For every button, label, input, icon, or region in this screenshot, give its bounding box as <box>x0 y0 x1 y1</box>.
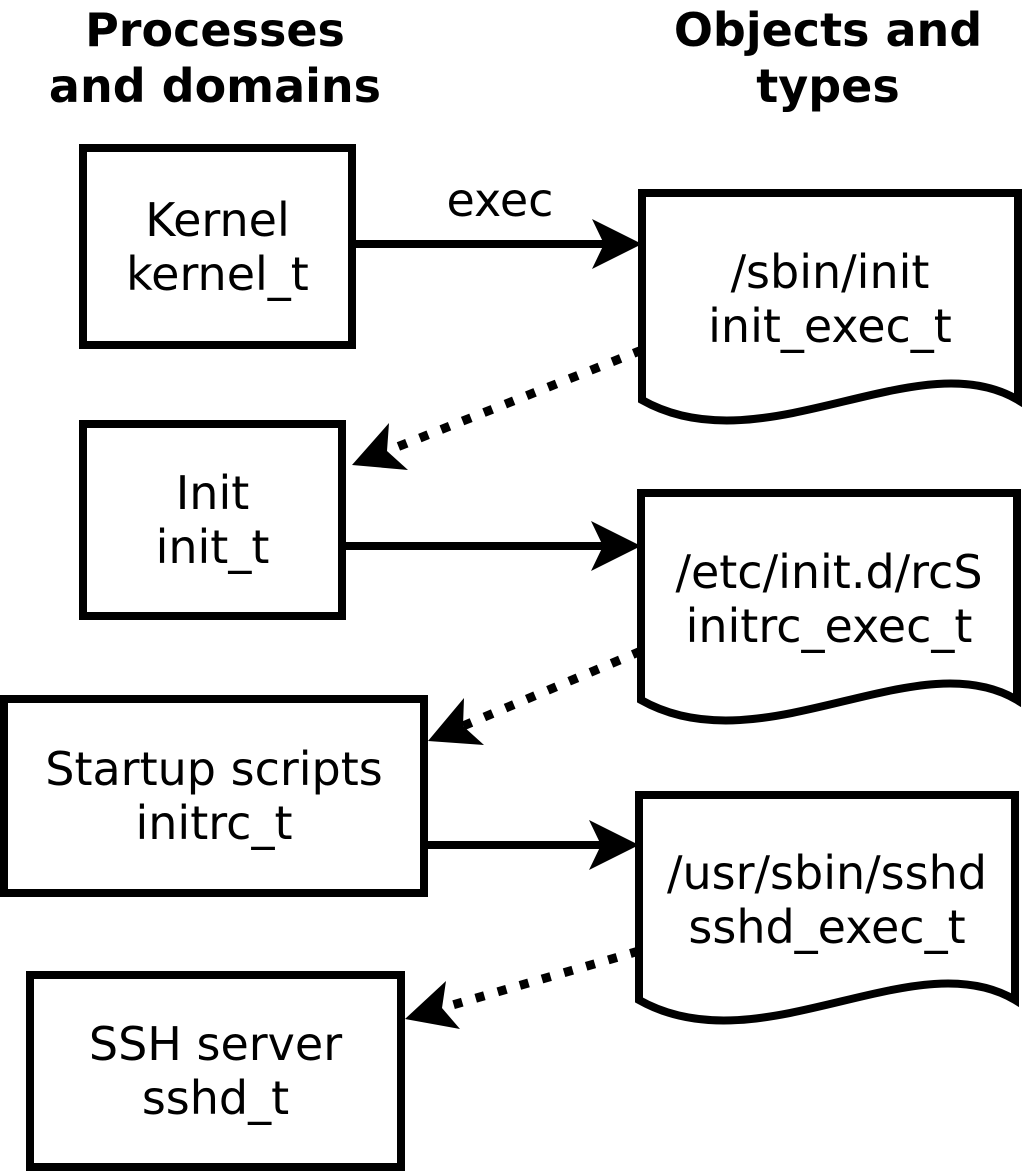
object-type: sshd_exec_t <box>688 899 966 954</box>
transition-arrow-sbin-init-to-init <box>352 345 644 470</box>
transition-arrow-sshd-exec-to-sshd <box>405 946 641 1029</box>
exec-arrow-initrc-to-sshd <box>420 820 639 870</box>
process-label: SSH server <box>88 1017 343 1071</box>
exec-arrow-init-to-rcs <box>344 521 641 571</box>
process-domain-type: init_t <box>155 520 270 574</box>
object-path: /usr/sbin/sshd <box>667 845 987 900</box>
document-shape-etc-initd-rcs <box>637 489 1021 725</box>
process-box-kernel: Kernel kernel_t <box>79 144 356 349</box>
object-type: initrc_exec_t <box>685 598 973 653</box>
column-header-line: and domains <box>48 59 382 113</box>
object-path: /sbin/init <box>730 244 930 299</box>
column-header-objects: Objects and types <box>630 2 1024 114</box>
exec-arrow-label: exec <box>446 173 554 227</box>
arrowhead-downleft-icon <box>352 423 408 470</box>
arrowhead-right-icon <box>589 820 639 870</box>
process-domain-type: kernel_t <box>126 246 309 301</box>
arrowhead-downleft-icon <box>405 981 460 1029</box>
process-domain-type: sshd_t <box>141 1071 290 1125</box>
process-box-startup-scripts: Startup scripts initrc_t <box>0 695 428 897</box>
process-label: Startup scripts <box>45 742 383 796</box>
object-doc-sbin-init: /sbin/init init_exec_t <box>642 197 1018 400</box>
process-domain-type: initrc_t <box>135 796 293 850</box>
document-shape-usr-sbin-sshd <box>635 791 1019 1025</box>
process-box-init: Init init_t <box>79 420 346 620</box>
object-doc-etc-initd-rcs: /etc/init.d/rcS initrc_exec_t <box>641 497 1017 700</box>
process-label: Init <box>175 466 250 520</box>
exec-arrow-kernel-to-sbin-init <box>348 219 642 269</box>
arrowhead-downleft-icon <box>428 698 484 745</box>
arrowhead-right-icon <box>591 521 641 571</box>
process-box-ssh-server: SSH server sshd_t <box>26 971 405 1171</box>
column-header-processes: Processes and domains <box>20 2 410 114</box>
transition-arrow-rcs-to-initrc <box>428 646 643 745</box>
column-header-line: types <box>756 59 900 113</box>
document-shape-sbin-init <box>638 189 1022 425</box>
column-header-line: Objects and <box>673 3 983 57</box>
column-header-line: Processes <box>85 3 345 57</box>
object-path: /etc/init.d/rcS <box>675 544 983 599</box>
object-type: init_exec_t <box>708 298 952 353</box>
process-label: Kernel <box>145 192 290 247</box>
object-doc-usr-sbin-sshd: /usr/sbin/sshd sshd_exec_t <box>639 799 1015 1000</box>
arrowhead-right-icon <box>592 219 642 269</box>
